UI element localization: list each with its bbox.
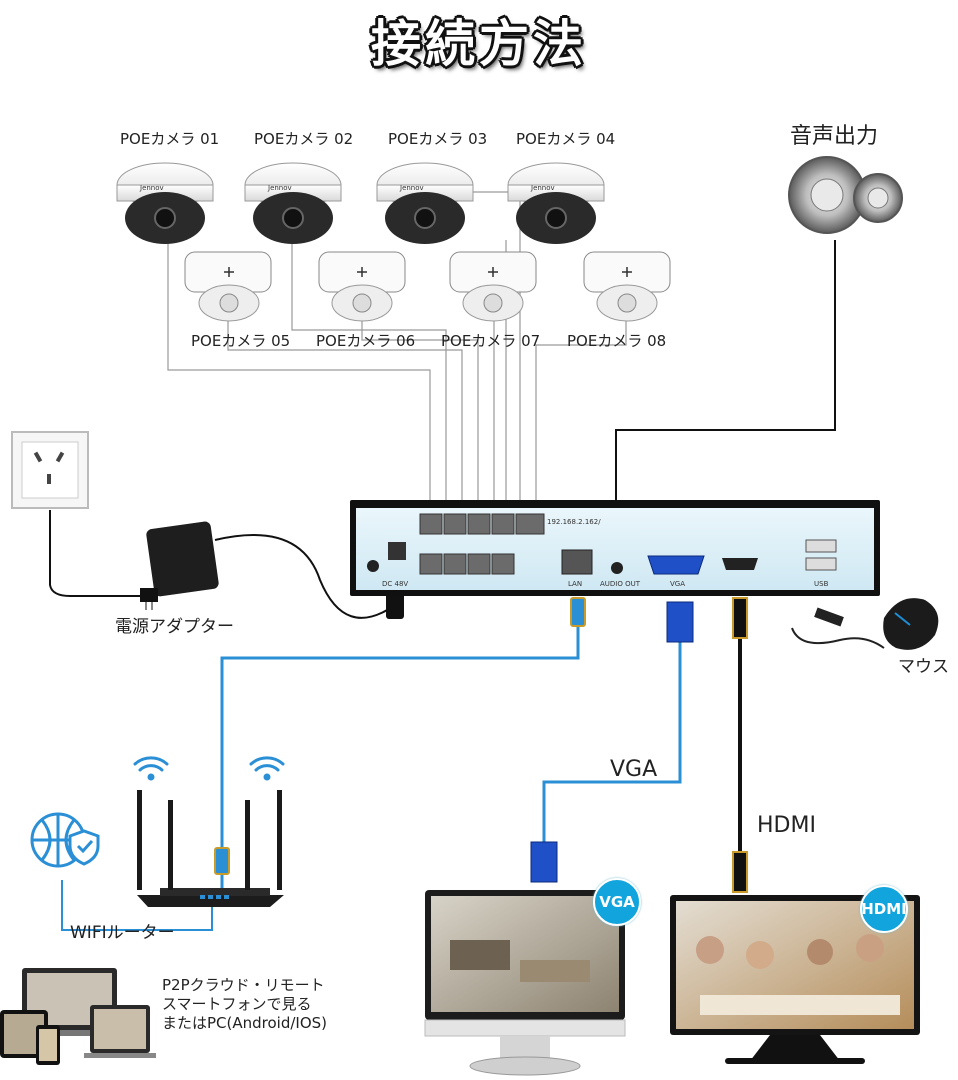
nvr-port-labels: 192.168.2.162/ LAN AUDIO OUT VGA USB DC … <box>382 518 829 588</box>
hdmi-plug-bottom <box>732 851 748 893</box>
camera-01 <box>116 162 214 244</box>
camera-label-02: POEカメラ 02 <box>254 130 354 148</box>
remote-line-1: P2Pクラウド・リモート <box>162 976 325 994</box>
devices-icon <box>0 968 156 1065</box>
remote-view-text: P2Pクラウド・リモート スマートフォンで見る またはPC(Android/IO… <box>162 976 327 1033</box>
vga-plug-top <box>666 601 694 643</box>
nvr-ip-label: 192.168.2.162/ <box>547 518 601 526</box>
nvr-device <box>350 500 880 596</box>
nvr-dc-label: DC 48V <box>382 580 408 588</box>
camera-brand: Jennov <box>530 184 555 192</box>
audio-output-label: 音声出力 <box>790 124 879 149</box>
remote-line-2: スマートフォンで見る <box>162 995 312 1013</box>
router-label: WIFIルーター <box>70 923 175 943</box>
dc-cable <box>214 534 396 619</box>
nvr-lan-label: LAN <box>568 580 582 588</box>
camera-08 <box>583 251 671 322</box>
camera-07 <box>449 251 537 322</box>
page-title: 接続方法 <box>371 15 587 73</box>
camera-label-03: POEカメラ 03 <box>388 130 488 148</box>
nvr-audio-label: AUDIO OUT <box>600 580 641 588</box>
lan-plug-top <box>570 597 586 627</box>
camera-label-06: POEカメラ 06 <box>316 332 416 350</box>
globe-shield-icon <box>30 812 100 868</box>
power-adapter-icon <box>140 521 219 610</box>
vga-cable <box>542 640 682 848</box>
camera-brand: Jennov <box>267 184 292 192</box>
mouse-label: マウス <box>898 657 949 677</box>
monitor-icon <box>424 890 626 1076</box>
camera-label-08: POEカメラ 08 <box>567 332 667 350</box>
camera-06 <box>318 251 406 322</box>
camera-05 <box>184 251 272 322</box>
camera-label-01: POEカメラ 01 <box>120 130 220 148</box>
hdmi-plug-top <box>732 597 748 639</box>
wall-outlet-icon <box>11 431 89 509</box>
camera-brand: Jennov <box>399 184 424 192</box>
camera-label-04: POEカメラ 04 <box>516 130 616 148</box>
camera-brand: Jennov <box>139 184 164 192</box>
power-adapter-label: 電源アダプター <box>115 617 234 637</box>
nvr-vga-label: VGA <box>670 580 685 588</box>
mouse-icon <box>791 598 939 650</box>
camera-brand-labels: Jennov Jennov Jennov Jennov <box>139 184 555 192</box>
camera-03 <box>376 162 474 244</box>
router-lan-line <box>61 880 213 931</box>
wall-power-cable <box>49 510 150 597</box>
camera-label-05: POEカメラ 05 <box>191 332 291 350</box>
lan-plug-bottom <box>214 847 230 875</box>
hdmi-label: HDMI <box>757 813 816 838</box>
camera-04 <box>507 162 605 244</box>
hdmi-badge: HDMI <box>860 885 908 933</box>
speaker-icon <box>788 156 903 234</box>
router-icon <box>137 790 284 907</box>
vga-plug-bottom <box>530 841 558 883</box>
lan-cable <box>220 615 580 905</box>
remote-line-3: またはPC(Android/IOS) <box>162 1014 328 1032</box>
camera-02 <box>244 162 342 244</box>
audio-cable <box>615 240 836 515</box>
vga-badge: VGA <box>593 878 641 926</box>
wifi-icon <box>133 756 285 781</box>
nvr-usb-label: USB <box>814 580 829 588</box>
vga-label: VGA <box>610 757 658 782</box>
camera-label-07: POEカメラ 07 <box>441 332 541 350</box>
